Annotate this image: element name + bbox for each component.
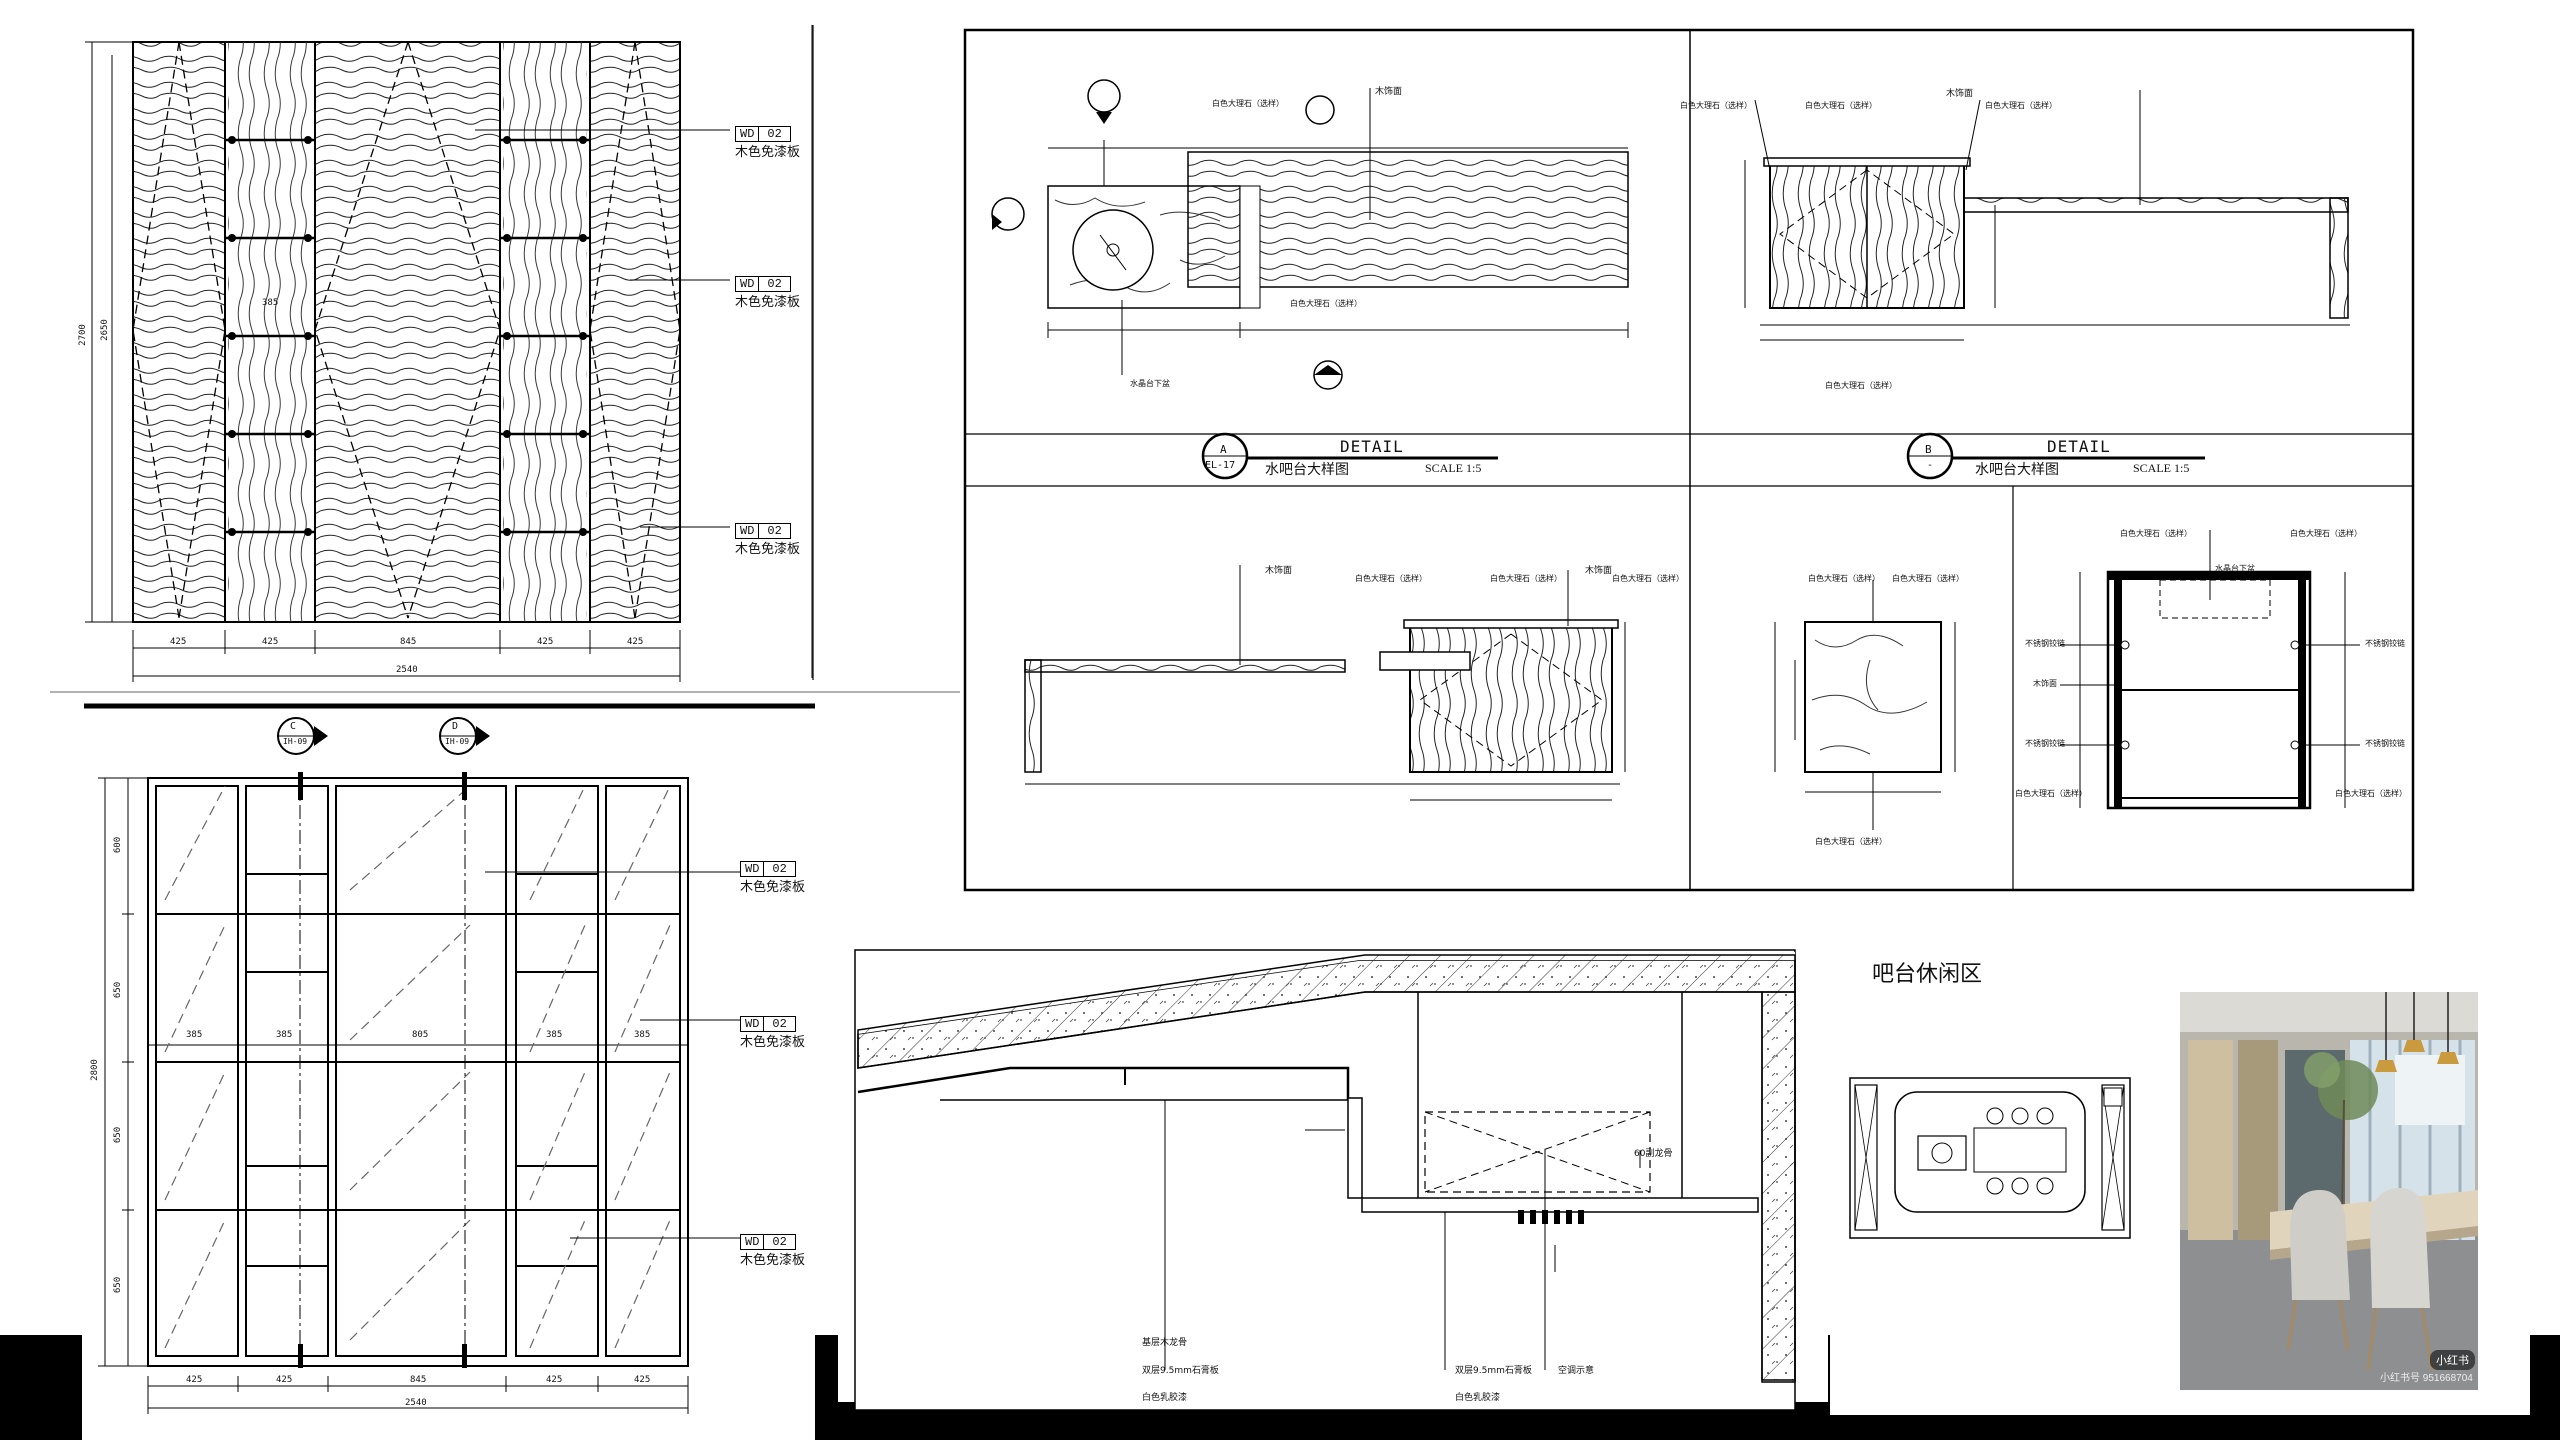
dim-bl-row-4: 385	[546, 1030, 563, 1040]
detail-right-note-stone-1: 白色大理石（选样）	[2120, 529, 2192, 538]
detail-a-note-stone-2: 白色大理石（选样）	[1212, 99, 1284, 108]
dim-bl-h4: 650	[113, 1276, 124, 1294]
detail-a-marker-letter: A	[1220, 443, 1227, 456]
detail-lower-note-stone-3: 白色大理石（选样）	[1612, 574, 1684, 583]
detail-lower-note-wood-2: 木饰面	[1585, 566, 1613, 576]
detail-right-note-basin: 水晶台下盆	[2215, 564, 2255, 573]
detail-a-marker-sheet: EL-17	[1205, 460, 1236, 471]
dim-bl-5: 425	[634, 1375, 651, 1385]
elevation-top-left	[85, 25, 813, 682]
detail-mid-note-stone-1: 白色大理石（选样）	[1808, 574, 1880, 583]
dim-bl-row-1: 385	[186, 1030, 203, 1040]
ceiling-note-ac: 空调示意	[1558, 1366, 1595, 1376]
detail-mid-note-stone-2: 白色大理石（选样）	[1892, 574, 1964, 583]
ceiling-note-board-1: 双层9.5mm石膏板	[1142, 1366, 1219, 1376]
dim-bl-4: 425	[546, 1375, 563, 1385]
detail-b-scale: SCALE 1:5	[2133, 461, 2190, 475]
detail-right-note-hinge-3: 不锈钢铰链	[2025, 739, 2065, 748]
detail-sheet	[963, 28, 2415, 892]
detail-b-note-stone-3: 白色大理石（选样）	[1985, 101, 2057, 110]
bar-area-title: 吧台休闲区	[1872, 962, 1983, 987]
frame-band-left	[0, 1335, 82, 1440]
detail-b-title: DETAIL	[2047, 437, 2111, 456]
detail-b-subtitle: 水吧台大样图	[1975, 462, 2059, 478]
dim-tl-3: 845	[400, 637, 417, 647]
detail-b-note-wood: 木饰面	[1946, 89, 1974, 99]
detail-right-note-hinge-2: 不锈钢铰链	[2365, 639, 2405, 648]
detail-lower-note-wood-1: 木饰面	[1265, 566, 1293, 576]
dim-bl-3: 845	[410, 1375, 427, 1385]
interior-photo	[2180, 992, 2478, 1390]
dim-bl-h2: 650	[113, 981, 124, 999]
dim-tl-total: 2540	[396, 665, 418, 675]
dim-bl-row-3: 805	[412, 1030, 429, 1040]
ceiling-note-paint-1: 白色乳胶漆	[1142, 1393, 1188, 1403]
photo-watermark-tag: 小红书	[2430, 1350, 2475, 1370]
detail-b-note-stone-4: 白色大理石（选样）	[1825, 381, 1897, 390]
detail-a-subtitle: 水吧台大样图	[1265, 462, 1349, 478]
detail-lower-note-stone-2: 白色大理石（选样）	[1490, 574, 1562, 583]
dim-bl-2: 425	[276, 1375, 293, 1385]
ceiling-note-sub-keel: 60副龙骨	[1634, 1149, 1673, 1159]
detail-b-note-stone-2: 白色大理石（选样）	[1805, 101, 1877, 110]
detail-mid-note-stone-3: 白色大理石（选样）	[1815, 837, 1887, 846]
detail-right-note-stone-3: 白色大理石（选样）	[2015, 789, 2087, 798]
marker-d-letter: D	[452, 721, 459, 732]
dim-tl-height-outer: 2700	[77, 324, 88, 346]
ceiling-section	[854, 949, 1796, 1411]
detail-a-note-wood: 木饰面	[1375, 87, 1403, 97]
ceiling-note-board-2: 双层9.5mm石膏板	[1455, 1366, 1532, 1376]
detail-right-note-stone-4: 白色大理石（选样）	[2335, 789, 2407, 798]
dim-tl-2: 425	[262, 637, 279, 647]
dim-bl-h1: 600	[113, 836, 124, 854]
marker-c-letter: C	[290, 721, 297, 732]
dim-tl-5: 425	[627, 637, 644, 647]
dim-tl-shelf: 385	[262, 298, 279, 308]
ceiling-note-paint-2: 白色乳胶漆	[1455, 1393, 1501, 1403]
detail-b-marker-letter: B	[1925, 443, 1932, 456]
dim-bl-h3: 650	[113, 1126, 124, 1144]
detail-a-note-stone: 白色大理石（选样）	[1290, 299, 1362, 308]
dim-bl-1: 425	[186, 1375, 203, 1385]
detail-a-note-basin: 水晶台下盆	[1130, 379, 1170, 388]
detail-right-note-wood: 木饰面	[2033, 679, 2057, 688]
detail-a-scale: SCALE 1:5	[1425, 461, 1482, 475]
detail-b-marker-sheet: -	[1927, 460, 1934, 471]
detail-b-note-stone-1: 白色大理石（选样）	[1680, 101, 1752, 110]
dim-tl-height-inner: 2650	[99, 319, 110, 341]
detail-lower-note-stone-1: 白色大理石（选样）	[1355, 574, 1427, 583]
marker-d-sheet: IH-09	[445, 737, 470, 746]
bar-area-plan	[1849, 1077, 2131, 1239]
detail-right-note-hinge-4: 不锈钢铰链	[2365, 739, 2405, 748]
dim-bl-total: 2540	[405, 1398, 427, 1408]
dim-bl-row-2: 385	[276, 1030, 293, 1040]
detail-a-title: DETAIL	[1340, 437, 1404, 456]
dim-bl-row-5: 385	[634, 1030, 651, 1040]
dim-tl-1: 425	[170, 637, 187, 647]
ceiling-note-keel: 基层木龙骨	[1142, 1338, 1188, 1348]
detail-right-note-hinge-1: 不锈钢铰链	[2025, 639, 2065, 648]
elevation-bottom-left	[98, 717, 740, 1414]
dim-bl-height: 2800	[89, 1059, 100, 1081]
detail-right-note-stone-2: 白色大理石（选样）	[2290, 529, 2362, 538]
marker-c-sheet: IH-09	[283, 737, 308, 746]
photo-watermark-id: 小红书号 951668704	[2380, 1373, 2473, 1384]
dim-tl-4: 425	[537, 637, 554, 647]
